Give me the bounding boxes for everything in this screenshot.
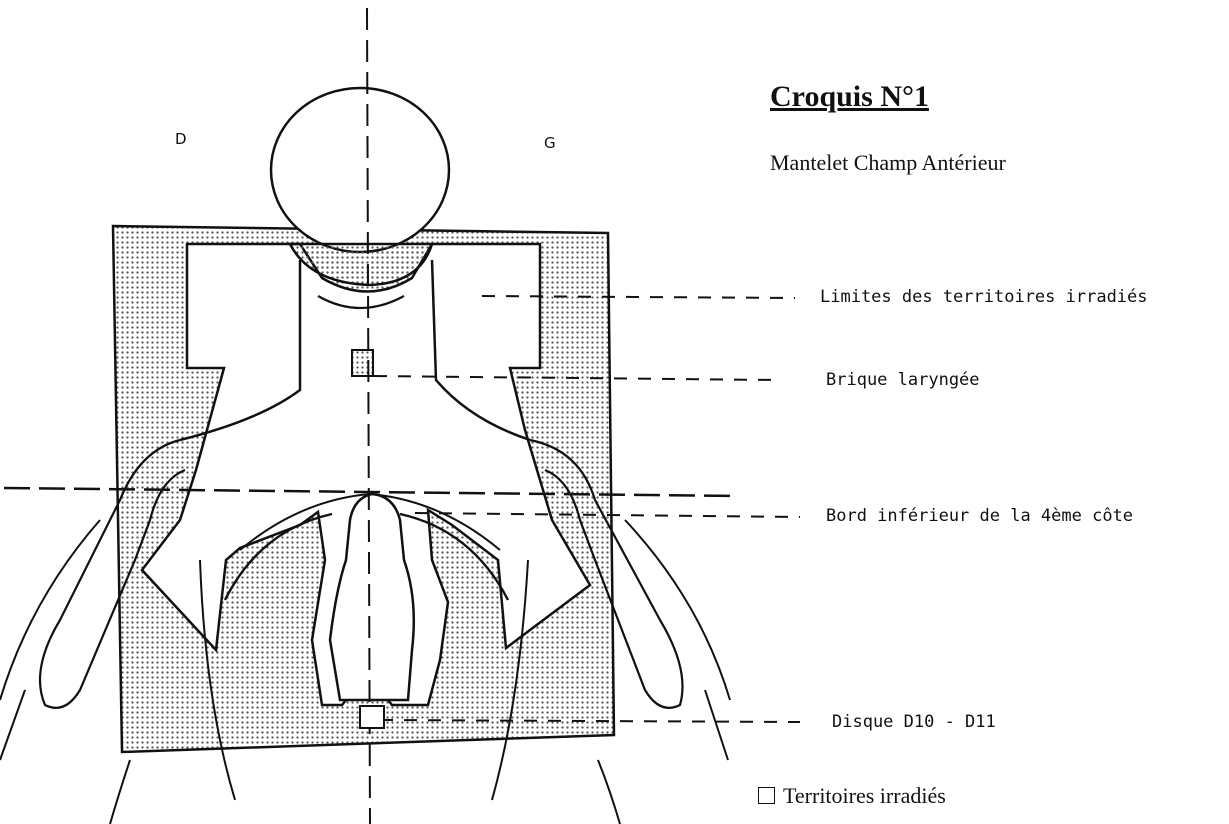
laryngeal-block — [352, 350, 373, 376]
label-laryngeal-block: Brique laryngée — [826, 370, 980, 390]
label-disc: Disque D10 - D11 — [832, 712, 996, 732]
legend: Territoires irradiés — [758, 783, 946, 809]
side-label-right: D — [175, 130, 187, 148]
leader-limits — [482, 296, 795, 298]
figure-title: Croquis N°1 — [770, 80, 929, 114]
disc-marker — [360, 706, 384, 728]
left-arm-outer — [0, 520, 130, 824]
label-limits: Limites des territoires irradiés — [820, 287, 1148, 307]
side-label-left: G — [544, 134, 556, 152]
mediastinum-outline — [330, 494, 414, 700]
head-outline — [271, 88, 449, 252]
label-fourth-rib: Bord inférieur de la 4ème côte — [826, 506, 1133, 526]
legend-label: Territoires irradiés — [783, 783, 946, 808]
right-arm-outer — [598, 520, 730, 824]
legend-square-icon — [758, 787, 775, 804]
figure-subtitle: Mantelet Champ Antérieur — [770, 150, 1006, 176]
jaw-outline — [318, 296, 404, 308]
